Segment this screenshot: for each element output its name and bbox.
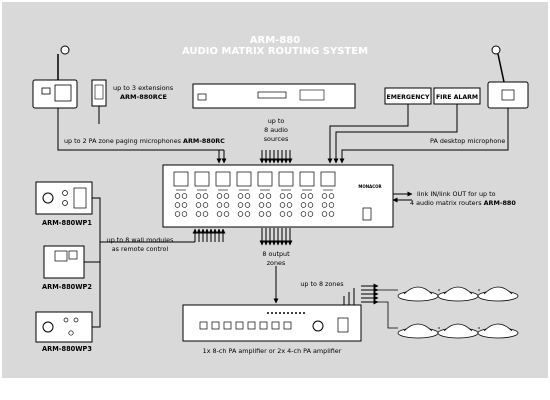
amp-channel-knob [199, 321, 208, 330]
amp-channel-knob [223, 321, 232, 330]
amp-led [303, 312, 305, 314]
speaker-connections [343, 283, 379, 305]
emergency-label: EMERGENCY [387, 94, 430, 101]
amp-channel-knob [211, 321, 220, 330]
audio-sources-line1: up to [268, 117, 285, 125]
diagram-subtitle: AUDIO MATRIX ROUTING SYSTEM [182, 46, 368, 57]
router-channel-strip [320, 171, 336, 217]
amp-channel-knob [247, 321, 256, 330]
ceiling-speaker [477, 323, 519, 339]
paging-microphone [32, 45, 78, 109]
amp-led [283, 312, 285, 314]
ceiling-speaker [477, 286, 519, 302]
extensions-model: ARM-880RCE [120, 93, 167, 101]
fire-alarm-box: FIRE ALARM [433, 87, 481, 105]
wp3-label: ARM-880WP3 [42, 345, 92, 353]
output-zones-line1: 8 output [262, 250, 290, 258]
wall-modules-line2: as remote control [112, 245, 169, 253]
router-channel-strip [173, 171, 189, 217]
router-channel-strip [236, 171, 252, 217]
link-label-line1: link IN/link OUT for up to [417, 190, 496, 198]
emergency-box: EMERGENCY [384, 87, 432, 105]
wall-module-wp1 [35, 181, 93, 215]
extensions-label: up to 3 extensions [113, 84, 174, 92]
router-channel-strip [257, 171, 273, 217]
desktop-mic-label: PA desktop microphone [430, 137, 505, 145]
amp-led [287, 312, 289, 314]
router-brand: MONACOR [358, 184, 381, 189]
ceiling-speaker [437, 323, 479, 339]
audio-sources-line3: sources [264, 135, 289, 143]
amp-led [291, 312, 293, 314]
ceiling-speaker [397, 323, 439, 339]
pa-amplifier [182, 304, 362, 342]
ceiling-speakers [378, 286, 519, 339]
paging-label: up to 2 PA zone paging microphones ARM-8… [64, 137, 225, 145]
amp-led [271, 312, 273, 314]
ceiling-speaker [437, 286, 479, 302]
link-label-line2: 4 audio matrix routers ARM-880 [410, 199, 516, 207]
matrix-router: MONACOR [162, 164, 394, 228]
audio-source-device [192, 83, 356, 109]
top-connections [57, 104, 509, 164]
audio-source-arrows [259, 150, 293, 164]
output-zone-arrows [259, 228, 293, 304]
router-channel-strip [299, 171, 315, 217]
router-channels [173, 171, 336, 217]
router-channel-strip [194, 171, 210, 217]
router-channel-strip [215, 171, 231, 217]
desktop-microphone [487, 45, 529, 109]
link-arrows [392, 191, 413, 203]
amp-led [295, 312, 297, 314]
amplifier-caption: 1x 8-ch PA amplifier or 2x 4-ch PA ampli… [203, 347, 342, 355]
wp1-label: ARM-880WP1 [42, 219, 92, 227]
amp-led [275, 312, 277, 314]
amp-led [267, 312, 269, 314]
amp-led [279, 312, 281, 314]
router-channel-strip [278, 171, 294, 217]
wall-module-wp3 [35, 311, 93, 343]
amp-channel-knob [235, 321, 244, 330]
wp2-label: ARM-880WP2 [42, 283, 92, 291]
diagram-title: ARM-880 [250, 35, 300, 46]
amp-knobs [199, 312, 305, 330]
audio-sources-line2: 8 audio [264, 126, 288, 134]
wall-modules-line1: up to 8 wall modules [107, 236, 174, 244]
speaker-wiring [378, 289, 480, 329]
extension-unit [91, 79, 107, 107]
wall-module-connections [84, 197, 226, 328]
amp-led [299, 312, 301, 314]
output-zones-line2: zones [267, 259, 286, 267]
amp-channel-knob [283, 321, 292, 330]
wall-module-wp2 [43, 245, 85, 279]
amp-channel-knob [259, 321, 268, 330]
fire-alarm-label: FIRE ALARM [436, 94, 478, 101]
amp-channel-knob [271, 321, 280, 330]
ceiling-speaker [397, 286, 439, 302]
up-to-8-zones-label: up to 8 zones [300, 280, 344, 288]
